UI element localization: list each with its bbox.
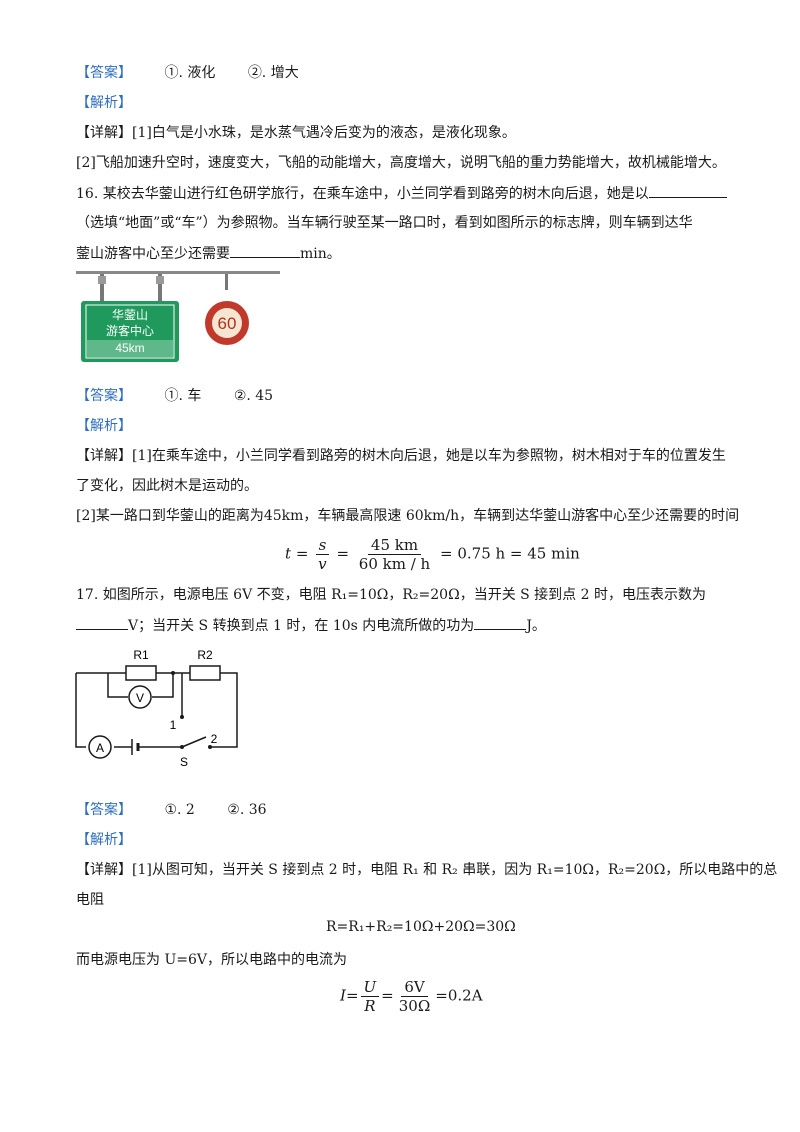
q17-line-2-text: V；当开关 S 转换到点 1 时，在 10s 内电流所做的功为	[128, 618, 475, 634]
formula-result: =0.2A	[435, 986, 483, 1005]
q16-line-1: 16. 某校去华蓥山进行红色研学旅行，在乘车途中，小兰同学看到路旁的树木向后退，…	[76, 183, 727, 204]
formula-s: s	[315, 536, 330, 555]
analysis-label: 【解析】	[76, 832, 132, 848]
label-point-2: 2	[211, 732, 218, 746]
resistor-r2	[189, 665, 221, 681]
sign-post-right	[158, 274, 162, 302]
q16-line-2: （选填“地面”或“车”）为参照物。当车辆行驶至某一路口时，看到如图所示的标志牌，…	[76, 215, 693, 231]
formula-frac-sv: s v	[315, 536, 330, 573]
label-switch: S	[180, 755, 188, 769]
q17-detail-2: 而电源电压为 U=6V，所以电路中的电流为	[76, 952, 347, 968]
q17-blank-1	[76, 615, 128, 630]
q15-answer-1: ①. 液化	[164, 65, 216, 81]
label-voltmeter: V	[136, 691, 144, 705]
q16-answer-line: 【答案】 ①. 车 ②. 45	[76, 386, 273, 406]
formula-result: = 0.75 h = 45 min	[440, 544, 580, 563]
q16-answer-2: ②. 45	[233, 388, 274, 404]
formula-6v: 6V	[401, 978, 428, 997]
q15-answer-line: 【答案】 ①. 液化 ②. 增大	[76, 63, 299, 83]
q16-line-1-text: 16. 某校去华蓥山进行红色研学旅行，在乘车途中，小兰同学看到路旁的树木向后退，…	[76, 186, 649, 202]
q17-answer-1: ①. 2	[164, 802, 195, 818]
q16-detail-2: [2]某一路口到华蓥山的距离为45km，车辆最高限速 60km/h，车辆到达华蓥…	[76, 508, 740, 524]
q17-line-2: V；当开关 S 转换到点 1 时，在 10s 内电流所做的功为 J。	[76, 615, 546, 636]
q16-line-3: 蓥山游客中心至少还需要 min。	[76, 243, 341, 264]
formula-u: U	[360, 978, 380, 997]
voltmeter	[128, 685, 152, 709]
q17-blank-2	[474, 615, 527, 630]
label-ammeter: A	[96, 741, 104, 755]
q16-road-sign-figure: 华蓥山 游客中心 45km 60	[76, 271, 280, 362]
q17-answer-line: 【答案】 ①. 2 ②. 36	[76, 800, 267, 820]
switch-s	[181, 736, 207, 748]
q16-detail-1: 【详解】[1]在乘车途中，小兰同学看到路旁的树木向后退，她是以车为参照物，树木相…	[76, 446, 726, 466]
q16-formula: t = s v = 45 km 60 km / h = 0.75 h = 45 …	[285, 536, 580, 573]
formula-frac-values: 45 km 60 km / h	[356, 536, 433, 573]
formula-v: v	[318, 555, 327, 573]
label-r2: R2	[197, 648, 213, 662]
q16-blank-2	[230, 243, 300, 258]
sign-post-left	[100, 274, 104, 302]
sign-bar	[76, 271, 280, 274]
analysis-label: 【解析】	[76, 95, 132, 111]
q15-detail-2: [2]飞船加速升空时，速度变大，飞船的动能增大，高度增大，说明飞船的重力势能增大…	[76, 155, 726, 171]
q17-detail-1b: 电阻	[76, 892, 104, 908]
label-r1: R1	[133, 648, 149, 662]
q15-answer-2: ②. 增大	[247, 65, 299, 81]
detail-label: 【详解】	[76, 125, 132, 141]
formula-eq: =	[295, 544, 309, 563]
formula-eq-2: =	[336, 544, 350, 563]
q16-detail-1-text: [1]在乘车途中，小兰同学看到路旁的树木向后退，她是以车为参照物，树木相对于车的…	[132, 448, 726, 464]
resistor-r1	[125, 665, 157, 681]
formula-frac-values: 6V 30Ω	[396, 978, 434, 1015]
formula-t: t	[285, 544, 292, 563]
q17-answer-2: ②. 36	[227, 802, 267, 818]
q17-line-1: 17. 如图所示，电源电压 6V 不变，电阻 R₁=10Ω，R₂=20Ω，当开关…	[76, 587, 706, 603]
formula-frac-ur: U R	[360, 978, 380, 1015]
detail-label: 【详解】	[76, 862, 132, 878]
detail-label: 【详解】	[76, 448, 132, 464]
formula-den: 60 km / h	[358, 555, 431, 573]
formula-num: 45 km	[367, 536, 422, 555]
sign-text-1: 华蓥山	[112, 308, 148, 322]
label-point-1: 1	[170, 718, 177, 732]
answer-label: 【答案】	[76, 388, 132, 404]
answer-label: 【答案】	[76, 802, 132, 818]
q17-formula-r: R=R₁+R₂=10Ω+20Ω=30Ω	[326, 919, 516, 935]
speed-sign-post	[225, 274, 228, 290]
q16-line-3-text: 蓥山游客中心至少还需要	[76, 246, 230, 262]
answer-label: 【答案】	[76, 65, 132, 81]
sign-text-2: 游客中心	[106, 323, 154, 338]
q16-blank-1	[648, 183, 727, 198]
q17-line-2-unit: J。	[526, 618, 546, 634]
q17-formula-i: I= U R = 6V 30Ω =0.2A	[340, 978, 483, 1015]
q15-detail-1: 【详解】[1]白气是小水珠，是水蒸气遇冷后变为的液态，是液化现象。	[76, 123, 516, 143]
ammeter	[88, 735, 112, 759]
formula-i: I	[340, 986, 346, 1005]
q17-detail-1: 【详解】[1]从图可知，当开关 S 接到点 2 时，电阻 R₁ 和 R₂ 串联，…	[76, 860, 777, 880]
q17-detail-1-text: [1]从图可知，当开关 S 接到点 2 时，电阻 R₁ 和 R₂ 串联，因为 R…	[132, 862, 778, 878]
q15-detail-1-text: [1]白气是小水珠，是水蒸气遇冷后变为的液态，是液化现象。	[132, 125, 516, 141]
q16-answer-1: ①. 车	[164, 388, 202, 404]
q17-circuit-diagram: R1 R2 V A 1 2 S	[75, 648, 238, 769]
sign-text-3: 45km	[115, 341, 144, 355]
q16-detail-1b: 了变化，因此树木是运动的。	[76, 478, 258, 494]
analysis-label: 【解析】	[76, 418, 132, 434]
formula-30ohm: 30Ω	[398, 997, 431, 1015]
speed-limit-value: 60	[218, 314, 237, 333]
q16-line-3-unit: min。	[300, 246, 341, 262]
formula-r: R	[364, 997, 376, 1015]
